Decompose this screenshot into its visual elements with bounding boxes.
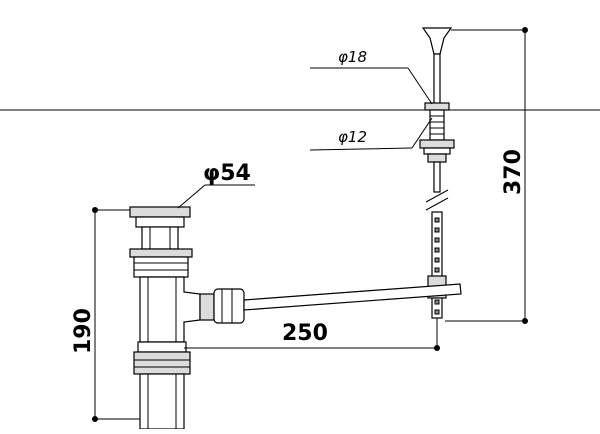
pop-up-flange xyxy=(135,216,185,228)
dim-250 xyxy=(184,318,440,351)
tailpiece-pipe xyxy=(139,373,185,430)
break-mark-2 xyxy=(425,197,449,211)
pull-rod-assembly xyxy=(419,27,455,319)
break-mark-1 xyxy=(425,189,449,203)
leader-12 xyxy=(309,117,433,151)
pull-rod-lower xyxy=(433,161,441,193)
dim-190 xyxy=(92,207,140,422)
dim-190-label: 190 xyxy=(71,308,96,354)
drain-tail-upper xyxy=(141,226,179,250)
pivot-nut xyxy=(199,293,215,321)
dim-54-label: φ54 xyxy=(203,161,251,186)
pivot-rod xyxy=(243,283,462,311)
leader-18 xyxy=(310,67,433,105)
pivot-cap xyxy=(213,288,245,324)
tailpiece-nut xyxy=(133,351,191,375)
rod-threaded-shank xyxy=(429,109,445,141)
dim-18-label: φ18 xyxy=(338,48,367,66)
dim-370-label: 370 xyxy=(501,149,526,195)
pop-up-head xyxy=(129,206,191,218)
leader-54 xyxy=(177,184,255,209)
dim-12-label: φ12 xyxy=(338,128,367,146)
drain-lock-nut xyxy=(133,256,189,278)
rod-lock-nut xyxy=(419,139,455,149)
dim-250-label: 250 xyxy=(282,321,328,346)
pull-rod-upper xyxy=(433,53,441,105)
rod-escutcheon xyxy=(424,102,450,111)
pop-up-drain xyxy=(129,206,245,430)
dim-370 xyxy=(445,27,528,324)
drain-body xyxy=(139,276,201,343)
drain-washer xyxy=(129,248,193,258)
strap-holes xyxy=(434,217,440,315)
pull-rod-knob xyxy=(421,27,453,55)
